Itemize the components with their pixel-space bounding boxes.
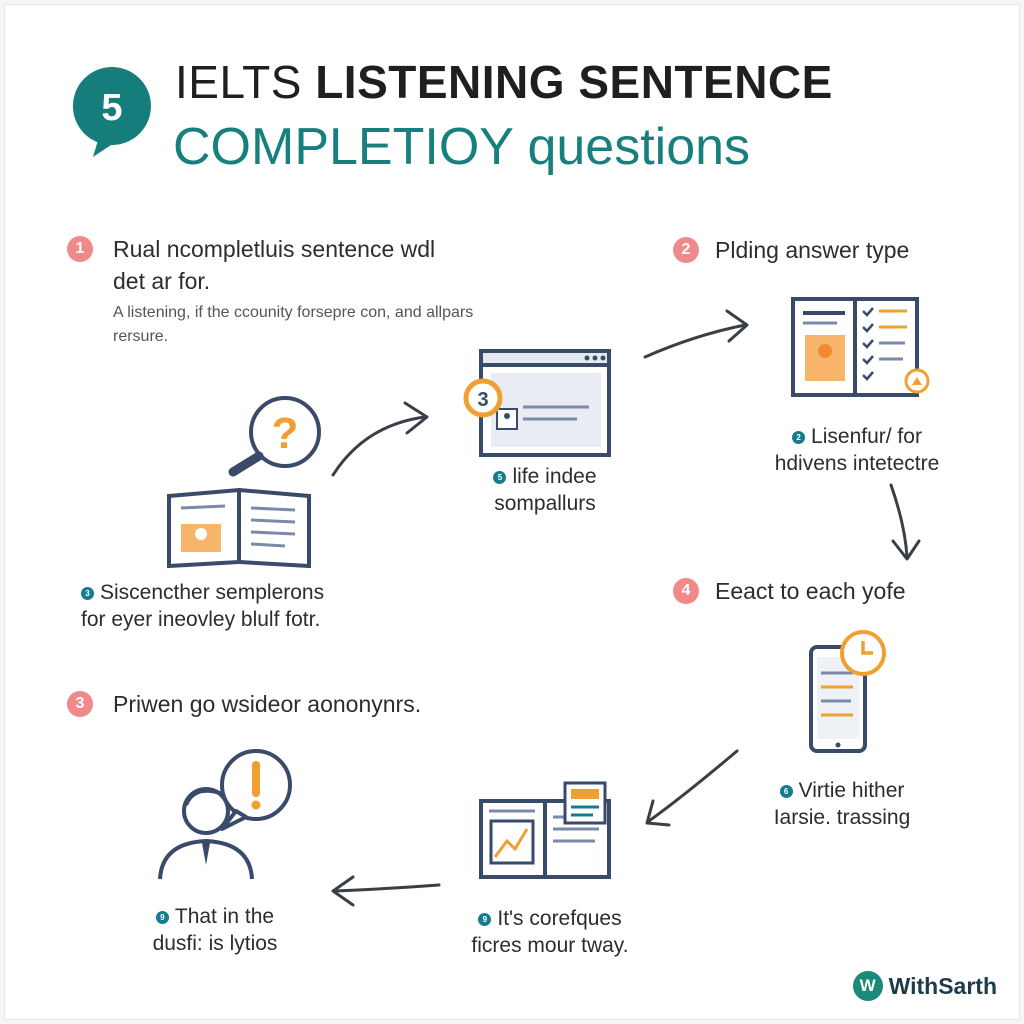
badge-number: 5 (101, 87, 122, 129)
step-3-marker: 3 (67, 691, 93, 717)
page-subtitle: COMPLETIOY questions (173, 118, 751, 176)
step-3-title: Priwen go wsideor aononynrs. (113, 691, 422, 717)
arrow-checklist-down (889, 483, 921, 561)
step-1-note-line2: rersure. (113, 328, 169, 345)
step-1-marker: 1 (67, 236, 93, 262)
phone-caption-line2: Iarsie. trassing (773, 806, 911, 829)
step-2-title: Plding answer type (715, 237, 910, 263)
book-caption-line2: for eyer ineovley blulf fotr. (81, 608, 321, 631)
checklist-caption-line2: hdivens intetectre (774, 452, 940, 475)
open-book-question-icon: ? (167, 396, 321, 569)
infographic-canvas: 5 IELTS LISTENING SENTENCE COMPLETIOY qu… (4, 4, 1020, 1020)
step-1-title-line2: det ar for. (113, 268, 211, 294)
step-1-note-line1: A listening, if the ccounity forsepre co… (113, 304, 474, 321)
arrow-window-to-checklist (643, 309, 749, 359)
document-caption-line2: ficres mour tway. (471, 934, 629, 957)
browser-window-icon: 3 (463, 349, 611, 457)
caption-dot: 3 (81, 586, 94, 600)
step-4-marker: 4 (673, 578, 699, 604)
page-title: IELTS LISTENING SENTENCE (175, 55, 833, 109)
title-light-text: IELTS (175, 56, 302, 108)
svg-text:?: ? (272, 409, 299, 458)
phone-clock-icon (809, 630, 886, 753)
step-1-title-line1: Rual ncompletluis sentence wdl (113, 236, 436, 262)
step-2-marker: 2 (673, 237, 699, 263)
checklist-document-icon (791, 297, 930, 397)
title-bold-text: LISTENING SENTENCE (315, 56, 833, 108)
number-speech-badge: 5 (72, 67, 151, 157)
arrow-book-to-window (331, 401, 429, 477)
brand-logo-icon: W (852, 971, 883, 1001)
arrow-document-to-person (331, 875, 441, 907)
person-alert-icon (158, 749, 292, 880)
step-4-title: Eeact to each yofe (715, 578, 906, 604)
window-caption-line2: sompallurs (494, 492, 596, 515)
chart-document-icon (479, 781, 611, 879)
window-badge: 3 (477, 389, 488, 411)
arrow-phone-to-document (645, 749, 739, 827)
footer-brand: W WithSarth (852, 971, 997, 1001)
brand-name: WithSarth (888, 972, 997, 999)
person-caption-line2: dusfi: is lytios (152, 932, 278, 955)
